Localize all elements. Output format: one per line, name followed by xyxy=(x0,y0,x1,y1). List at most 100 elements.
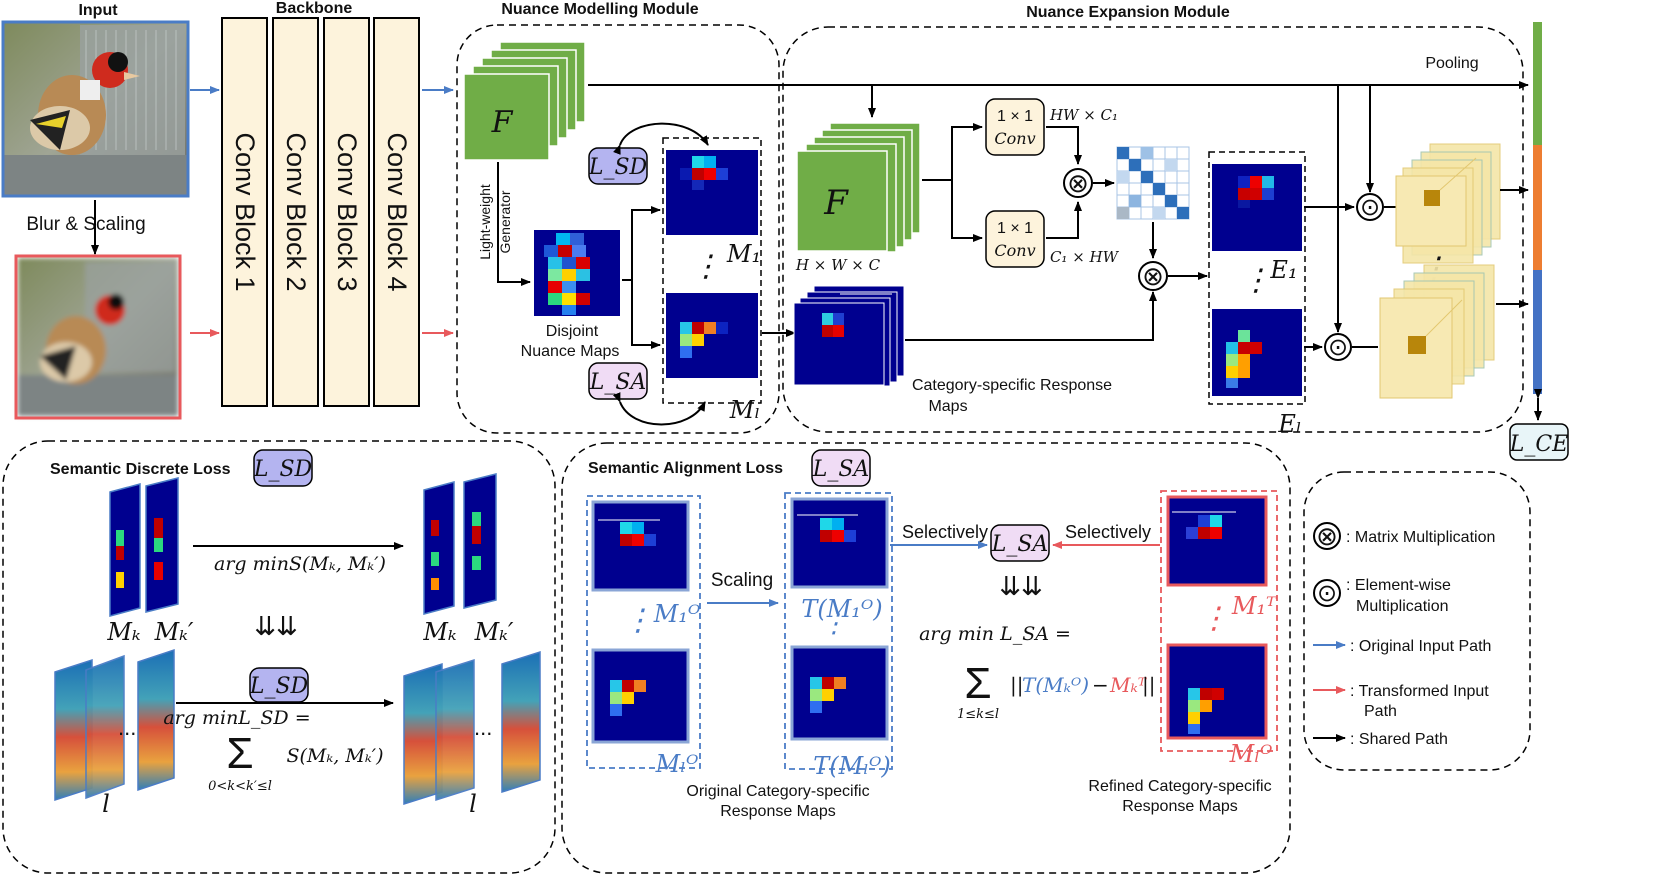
conv-bottom-label-1: 1 × 1 xyxy=(997,220,1033,237)
generator-label-2: Generator xyxy=(497,190,513,253)
sa-loss-badge xyxy=(811,449,871,487)
sd-ellipsis-left: ... xyxy=(118,715,136,740)
sa-mlo-label: Mₗᴼ xyxy=(655,750,699,778)
response-map-stack xyxy=(793,285,905,387)
sa-tmlo-label: T(Mₗᴼ) xyxy=(813,752,891,780)
sa-map-mlo xyxy=(591,648,690,744)
elementwise-node-1 xyxy=(1356,193,1384,221)
loss-sd-top-label: L_SD xyxy=(588,155,648,180)
dim-hw-c1: HW × C₁ xyxy=(1049,106,1118,124)
conv-block-2-label: Conv Block 2 xyxy=(281,132,311,291)
legend-transformed-label-2: Path xyxy=(1364,703,1397,720)
conv-bottom-label-2: Conv xyxy=(994,241,1035,260)
legend-elementwise-symbol: ⊙ xyxy=(1317,580,1337,607)
expanded-e1-label: E₁ xyxy=(1269,256,1297,284)
expanded-el-label: Eₗ xyxy=(1277,410,1301,438)
sa-loss-badge-center xyxy=(990,524,1050,562)
disjoint-label-2: Nuance Maps xyxy=(521,343,620,360)
disjoint-nuance-map xyxy=(534,230,620,316)
title-backbone: Backbone xyxy=(276,0,353,17)
arrow-to-conv-top xyxy=(951,123,983,180)
title-input: Input xyxy=(78,2,118,19)
sd-mkp-left: Mₖ′ xyxy=(154,618,194,646)
sd-mkp-right: Mₖ′ xyxy=(474,618,514,646)
feature-stack-f2 xyxy=(796,122,921,253)
sa-norm-t: T(Mₖᴼ) xyxy=(1022,673,1089,697)
arrow-response-to-mult xyxy=(905,291,1157,341)
loss-ce-label: L_CE xyxy=(1509,432,1569,457)
nuance-dots: ⋮ xyxy=(691,249,721,284)
nuance-modelling-box xyxy=(456,24,780,434)
input-image-transformed xyxy=(18,258,178,416)
sd-loss-box xyxy=(2,440,556,874)
nuance-expansion-box xyxy=(782,26,1524,433)
matrix-mult-node-1 xyxy=(1063,168,1093,198)
sa-dots-transformed: ⋮ xyxy=(821,609,847,639)
arrow-disjoint-to-m1 xyxy=(622,206,661,281)
sa-refined-caption-1: Refined Category-specific xyxy=(1088,778,1271,795)
conv-block-3-label: Conv Block 3 xyxy=(332,132,362,291)
nuance-map-m1 xyxy=(666,150,758,235)
backbone: Conv Block 1 Conv Block 2 Conv Block 3 C… xyxy=(221,17,420,407)
loss-sa-top-label: L_SA xyxy=(589,370,647,395)
nuance-ml-label: Mₗ xyxy=(729,396,760,424)
sd-overlay-maps-right xyxy=(403,650,541,806)
affinity-matrix xyxy=(1116,146,1190,220)
title-nuance-expansion: Nuance Expansion Module xyxy=(1026,4,1230,21)
sd-ellipsis-right: ... xyxy=(474,715,492,740)
conv-top-label-1: 1 × 1 xyxy=(997,108,1033,125)
sa-m1o-label: M₁ᴼ xyxy=(653,600,701,628)
feature-f2-dims: H × W × C xyxy=(795,256,881,274)
matrix-mult-symbol-1: ⊗ xyxy=(1067,168,1089,198)
legend-box xyxy=(1303,471,1531,771)
elementwise-symbol-2: ⊙ xyxy=(1328,334,1348,361)
sa-double-arrow: ⇊⇊ xyxy=(999,571,1043,601)
elementwise-node-2 xyxy=(1324,333,1352,361)
sa-map-m1o xyxy=(591,500,690,592)
matrix-mult-node-2 xyxy=(1138,261,1168,291)
nuance-map-ml xyxy=(666,293,758,378)
input-image-original xyxy=(3,22,188,196)
sd-overlay-maps-left xyxy=(54,648,175,802)
legend-elementwise-label-1: : Element-wise xyxy=(1346,577,1451,594)
conv-1x1-bottom xyxy=(985,210,1045,268)
legend-matrix-icon xyxy=(1313,522,1341,550)
loss-ce-badge xyxy=(1509,423,1569,461)
conv-block-2 xyxy=(272,17,319,407)
expanded-dots: ⋮ xyxy=(1241,263,1271,298)
sa-original-group xyxy=(586,495,701,769)
sd-loss-badge-bottom xyxy=(249,667,309,703)
loss-sd-curved-arrow xyxy=(613,122,709,155)
arrow-disjoint-to-ml xyxy=(631,280,661,349)
conv-block-1 xyxy=(221,17,268,407)
nuance-m1-label: M₁ xyxy=(726,240,761,268)
sd-mk-left: Mₖ xyxy=(106,618,141,646)
conv-block-4-label: Conv Block 4 xyxy=(382,132,412,291)
sa-mlo-refined-label: Mₗᴼ xyxy=(1229,740,1273,768)
conv-1x1-top xyxy=(985,98,1045,156)
conv-block-1-label: Conv Block 1 xyxy=(230,132,260,291)
arrow-conv-bottom-to-mult xyxy=(1046,201,1082,239)
sa-norm-mkt: Mₖᵀ xyxy=(1109,673,1148,697)
sa-loss-title: Semantic Alignment Loss xyxy=(588,460,783,477)
generator-label-1: Light-weight xyxy=(477,184,493,260)
feature-stack-f1 xyxy=(463,41,586,161)
sa-sigma: Σ xyxy=(964,659,991,708)
matrix-mult-symbol-2: ⊗ xyxy=(1142,261,1164,291)
sd-maps-left xyxy=(109,477,179,617)
feature-f1-label: F xyxy=(491,105,514,140)
input-transformed-border xyxy=(14,254,182,420)
legend-elementwise-icon xyxy=(1313,579,1341,607)
expanded-map-el xyxy=(1212,309,1302,396)
sa-selectively-left: Selectively xyxy=(902,522,988,542)
legend-shared-label: : Shared Path xyxy=(1350,731,1448,748)
sd-loss-badge xyxy=(253,449,313,487)
expanded-map-e1 xyxy=(1212,164,1302,251)
sa-norm-left: || xyxy=(1010,673,1023,698)
sd-sigma: Σ xyxy=(226,729,253,778)
legend-original-label: : Original Input Path xyxy=(1350,638,1491,655)
sa-m1t-label: M₁ᵀ xyxy=(1231,592,1277,620)
sa-original-caption-1: Original Category-specific xyxy=(686,783,869,800)
sa-norm-minus: − xyxy=(1092,673,1109,697)
